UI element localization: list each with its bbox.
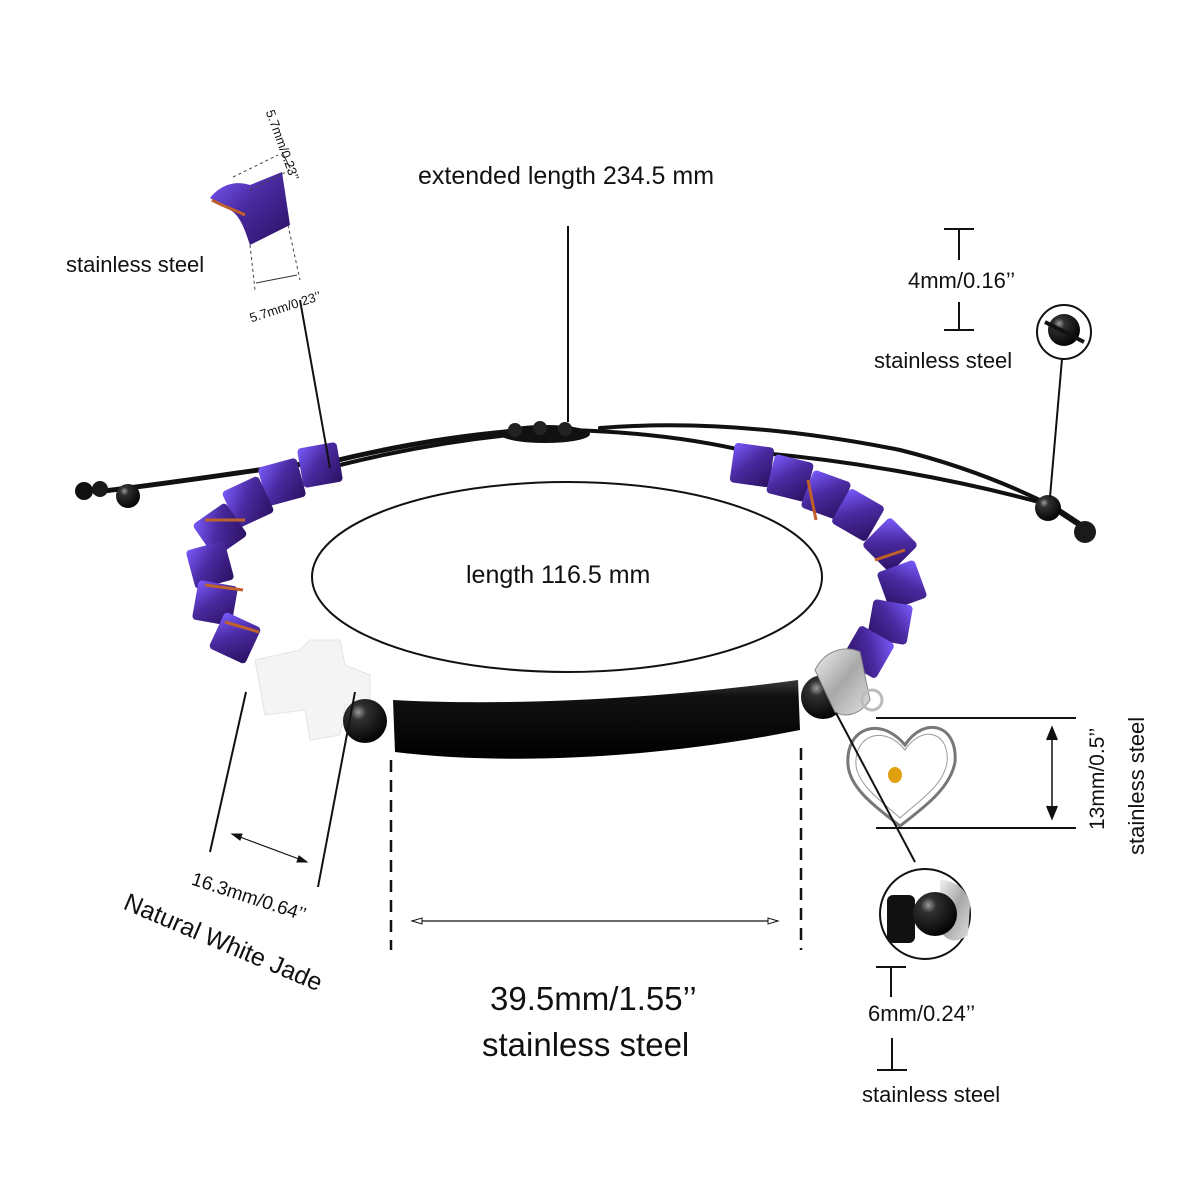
round-bead-detail	[879, 868, 971, 960]
cube-bead-detail	[210, 151, 301, 291]
sliding-knot	[500, 421, 590, 443]
end-bead-dimension: 4mm/0.16’’	[908, 268, 1016, 293]
round-bead-leader	[835, 712, 916, 863]
cube-bead-leader	[299, 299, 331, 469]
heart-dim-lines	[876, 717, 1076, 829]
bar-dimension: 39.5mm/1.55’’	[490, 980, 697, 1017]
left-round-bead	[343, 699, 387, 743]
heart-charm	[846, 726, 957, 828]
left-cord-end	[75, 481, 140, 508]
right-cord-end	[1035, 495, 1096, 543]
bar-dim-lines	[389, 748, 803, 950]
end-bead-leader	[1049, 358, 1063, 498]
extended-length-label: extended length 234.5 mm	[418, 162, 715, 190]
cube-bead-material: stainless steel	[66, 252, 205, 277]
length-ellipse	[311, 481, 823, 673]
end-bead-dim-marker	[944, 228, 974, 331]
mustard-seed	[888, 767, 902, 783]
end-bead-detail	[1036, 304, 1092, 360]
left-cube-beads	[186, 442, 343, 664]
length-label: length 116.5 mm	[466, 561, 651, 589]
heart-charm-dimension: 13mm/0.5’’	[1086, 727, 1109, 830]
end-bead-material: stainless steel	[874, 348, 1013, 373]
silver-bail	[814, 648, 884, 716]
bar-material: stainless steel	[482, 1026, 690, 1063]
cross-dim-lines	[209, 691, 356, 888]
cube-bottom-dim-arrow	[255, 274, 298, 284]
cube-top-dim-arrow	[281, 151, 291, 169]
bar-plate	[393, 680, 800, 759]
right-cube-beads	[729, 442, 927, 678]
round-bead-material: stainless steel	[862, 1082, 1001, 1107]
round-bead-dimension: 6mm/0.24’’	[868, 1001, 976, 1026]
heart-charm-material: stainless steel	[1124, 716, 1149, 855]
round-bead-dim-marker	[876, 966, 907, 1071]
